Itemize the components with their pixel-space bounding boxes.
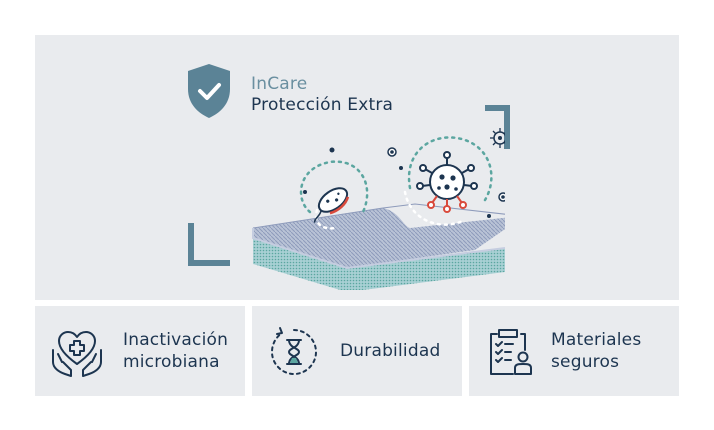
feature-card-safe-materials: Materiales seguros [469, 306, 679, 396]
feature-card-microbial-inactivation: Inactivación microbiana [35, 306, 245, 396]
hero-panel: InCare Protección Extra [35, 35, 679, 300]
feature-card-durability: Durabilidad [252, 306, 462, 396]
fabric-microbe-illustration [252, 128, 505, 290]
feature-label: Materiales seguros [551, 330, 642, 372]
corner-bracket-bottom-left [188, 223, 230, 266]
product-title: Protección Extra [251, 95, 394, 115]
clipboard-checklist-icon [490, 329, 532, 375]
feature-label: Inactivación microbiana [123, 330, 229, 372]
hourglass-icon [270, 327, 318, 376]
heart-hands-icon [52, 331, 102, 377]
brand-name: InCare [251, 74, 308, 94]
feature-label: Durabilidad [340, 341, 441, 361]
corner-bracket-top-right [485, 105, 510, 149]
shield-check-icon [188, 64, 230, 118]
